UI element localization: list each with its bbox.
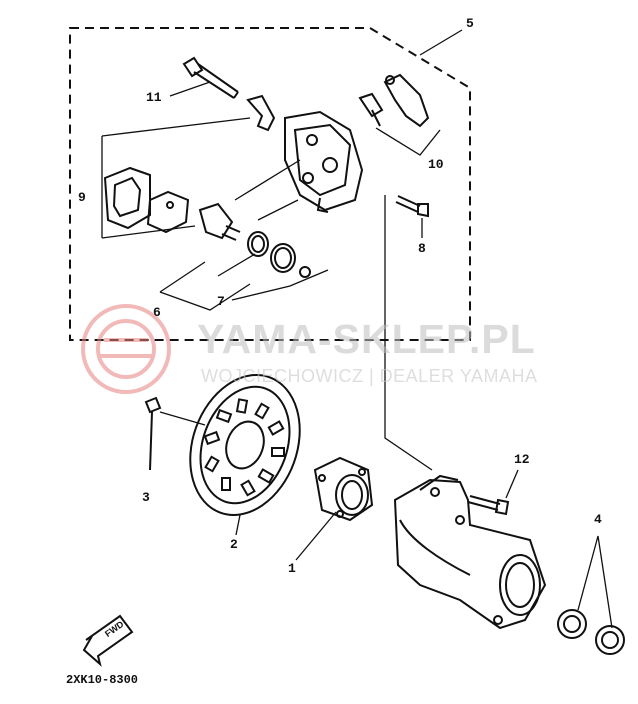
fwd-arrow	[82, 614, 134, 667]
callout-9: 9	[78, 190, 86, 205]
brake-pad-right	[146, 190, 190, 234]
brake-disc	[189, 374, 301, 516]
callout-2: 2	[230, 537, 238, 552]
callout-6: 6	[153, 305, 161, 320]
bleeder-small	[299, 266, 311, 278]
leader-caliper-top	[234, 159, 301, 221]
bolt-11	[182, 56, 239, 99]
callout-4: 4	[594, 512, 602, 527]
caliper-body	[284, 110, 364, 213]
caliper-bracket-10	[358, 73, 430, 128]
leader-4	[577, 535, 613, 629]
hub-bearing	[313, 456, 374, 522]
bolt-3	[144, 396, 162, 471]
leader-caliper-hub	[384, 195, 433, 471]
watermark-brand: YAMA-SKLEP.PL	[197, 316, 536, 362]
leader-5	[419, 29, 463, 56]
piston	[198, 202, 241, 241]
callout-8: 8	[418, 241, 426, 256]
leader-7	[231, 269, 329, 301]
collar-left	[557, 609, 587, 639]
leader-7b	[217, 253, 256, 277]
bolt-8	[395, 195, 429, 218]
callout-3: 3	[142, 490, 150, 505]
leader-1	[295, 511, 337, 561]
leader-10	[375, 127, 441, 156]
collar-right	[595, 625, 625, 655]
leader-2	[235, 514, 241, 536]
callout-7: 7	[217, 294, 225, 309]
bolt-12	[467, 495, 510, 516]
diagram-code: 2XK10-8300	[66, 673, 139, 687]
leader-12	[505, 469, 519, 499]
rear-hub-housing	[393, 474, 547, 630]
leader-9-bottom	[101, 225, 196, 239]
leader-11	[169, 81, 211, 97]
leader-9-top	[101, 117, 251, 137]
watermark-subtitle: WOJCIECHOWICZ | DEALER YAMAHA	[201, 366, 538, 386]
dust-seal	[270, 243, 296, 273]
leader-6	[159, 261, 251, 311]
pad-spring	[246, 94, 276, 132]
watermark-logo	[81, 304, 171, 394]
callout-12: 12	[514, 452, 530, 467]
callout-1: 1	[288, 561, 296, 576]
callout-10: 10	[428, 157, 444, 172]
callout-5: 5	[466, 16, 474, 31]
assembly-boundary	[69, 27, 471, 341]
brake-pad-left	[103, 166, 151, 230]
piston-seal	[247, 231, 269, 257]
callout-11: 11	[146, 90, 162, 105]
